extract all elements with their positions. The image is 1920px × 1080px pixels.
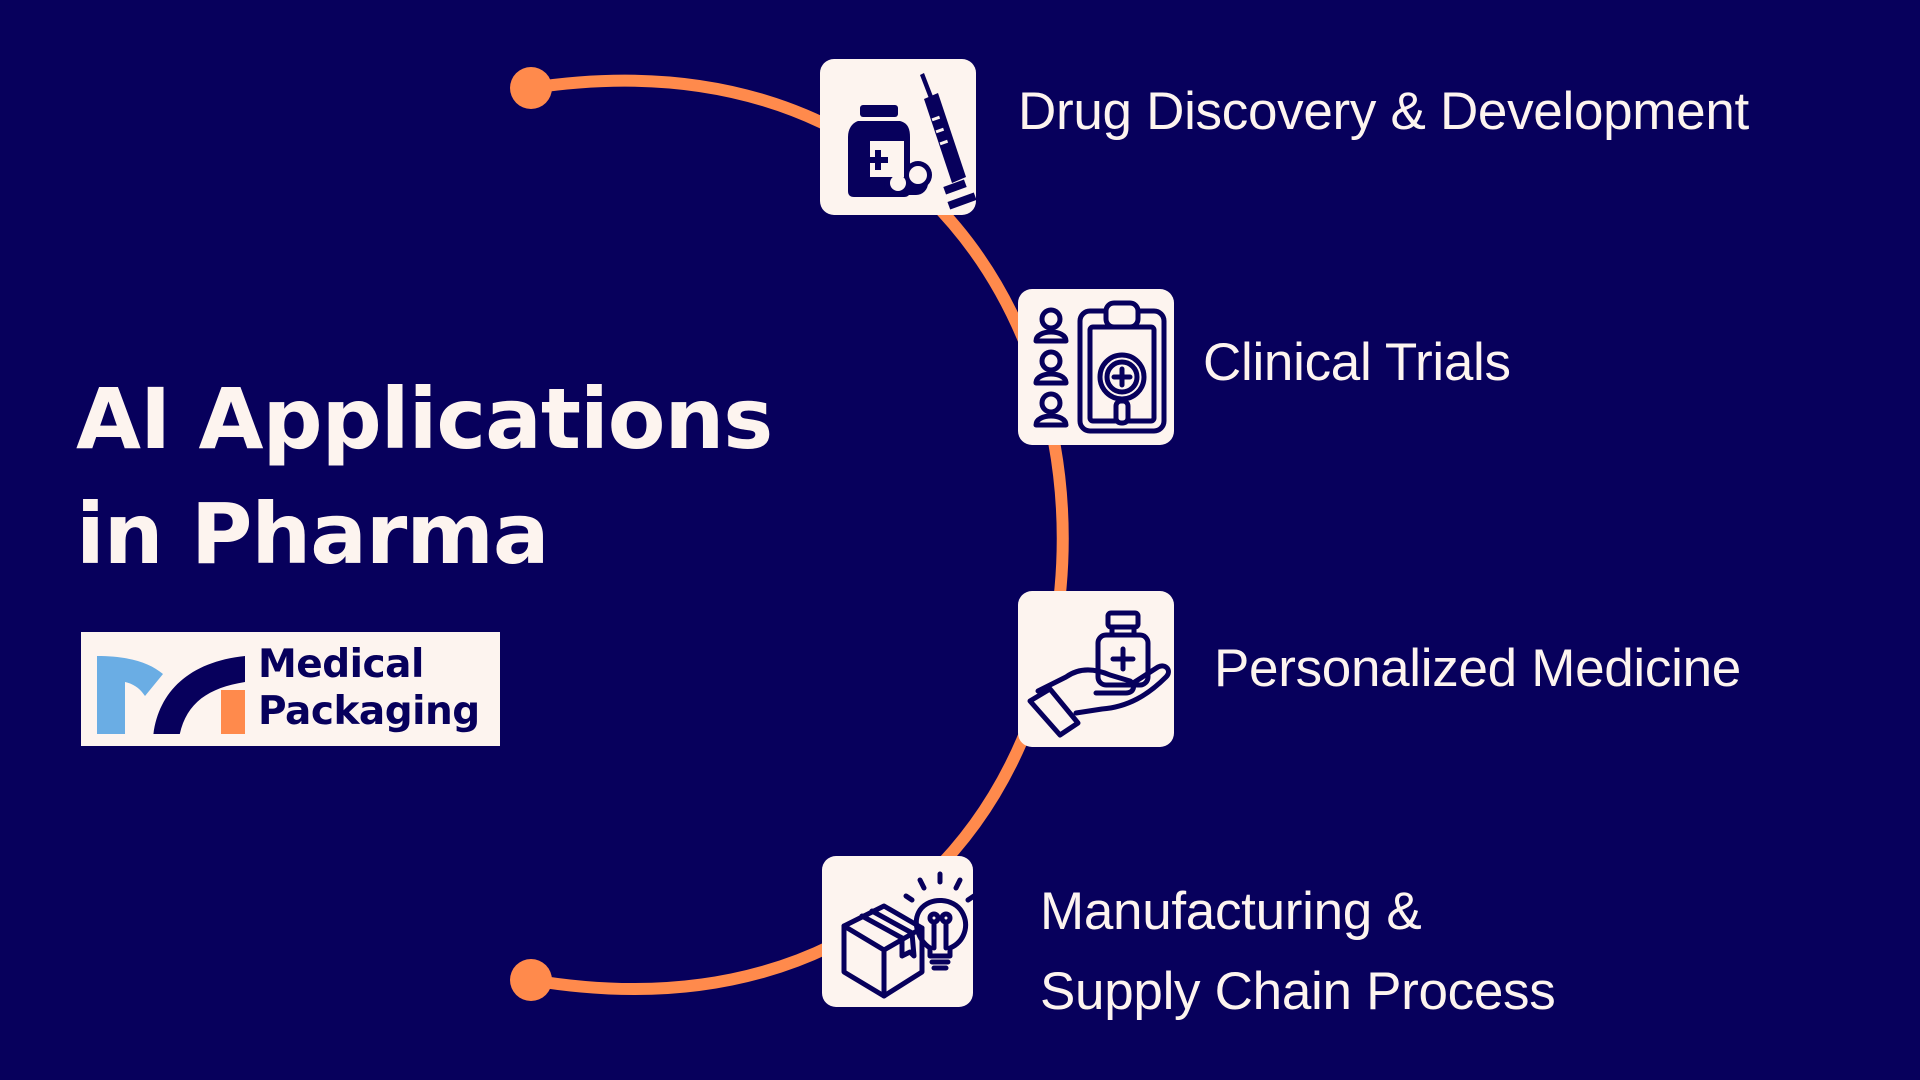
- title-line-2: in Pharma: [76, 485, 550, 583]
- logo-text: Medical Packaging: [258, 641, 480, 735]
- hand-holding-medicine-icon: [1027, 610, 1171, 738]
- label-manufacturing-line-1: Manufacturing &: [1040, 882, 1422, 941]
- arc-start-dot: [510, 67, 552, 109]
- page-title: AI Applications in Pharma: [76, 362, 773, 592]
- personalized-medicine-icon-card: [1018, 591, 1174, 747]
- arc-path: [525, 74, 1069, 995]
- clinical-trials-icon-card: [1018, 289, 1174, 445]
- label-manufacturing-line-2: Supply Chain Process: [1040, 962, 1556, 1021]
- logo-line-2: Packaging: [258, 689, 480, 734]
- medical-packaging-logo: Medical Packaging: [81, 632, 500, 746]
- label-manufacturing: Manufacturing & Supply Chain Process: [1040, 872, 1556, 1032]
- syringe-vial-pills-icon: [848, 73, 976, 210]
- logo-mark-icon: [97, 656, 245, 734]
- label-drug-discovery: Drug Discovery & Development: [1018, 82, 1749, 141]
- drug-discovery-icon-card: [820, 59, 976, 215]
- logo-line-1: Medical: [258, 642, 424, 687]
- manufacturing-icon-card: [822, 856, 977, 1007]
- box-lightbulb-icon: [841, 871, 977, 999]
- arc-end-dot: [510, 959, 552, 1001]
- clipboard-patients-magnifier-icon: [1033, 300, 1167, 434]
- title-line-1: AI Applications: [76, 370, 773, 468]
- label-clinical-trials: Clinical Trials: [1203, 333, 1511, 392]
- label-personalized-medicine: Personalized Medicine: [1214, 639, 1741, 698]
